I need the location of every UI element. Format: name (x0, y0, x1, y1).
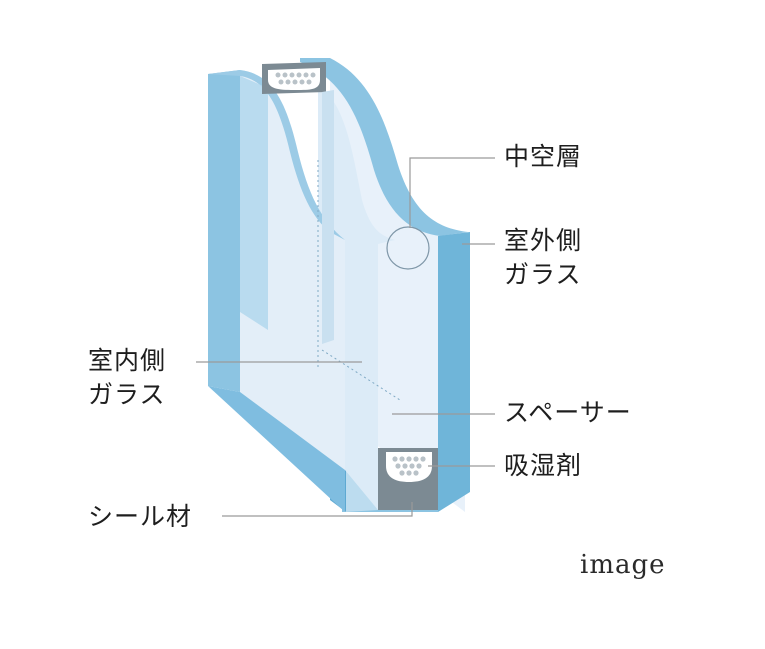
label-desiccant: 吸湿剤 (504, 449, 582, 483)
leader-sealant (222, 502, 413, 517)
label-hollow-layer-text: 中空層 (504, 142, 583, 171)
image-caption: image (580, 550, 666, 580)
label-indoor-glass: 室内側 ガラス (88, 344, 166, 412)
indoor-glass-side-edge (208, 70, 240, 392)
outdoor-glass-top-edge (300, 58, 468, 236)
label-outdoor-glass-line1: 室外側 (504, 226, 583, 255)
top-desiccant-beads (275, 72, 316, 85)
spacer-vertical-strip (322, 90, 334, 344)
top-desiccant (268, 68, 320, 90)
indoor-glass-inner-edge (240, 76, 268, 330)
label-spacer: スペーサー (504, 396, 632, 430)
label-hollow-layer: 中空層 (504, 140, 582, 174)
bottom-desiccant-beads (392, 456, 426, 476)
label-sealant-text: シール材 (88, 502, 193, 531)
label-indoor-glass-line1: 室内側 (88, 346, 167, 375)
label-indoor-glass-line2: ガラス (88, 380, 166, 409)
hollow-layer-marker (386, 226, 430, 270)
outdoor-glass-side-edge (438, 232, 470, 512)
label-spacer-text: スペーサー (504, 398, 632, 427)
dotted-guide-2 (321, 349, 401, 401)
indoor-glass-top-edge (208, 70, 345, 240)
label-outdoor-glass: 室外側 ガラス (504, 224, 582, 292)
label-outdoor-glass-line2: ガラス (504, 260, 582, 289)
leader-hollow-layer (409, 157, 495, 228)
leader-lines (196, 157, 495, 517)
label-desiccant-text: 吸湿剤 (504, 451, 583, 480)
label-sealant: シール材 (88, 500, 192, 534)
indoor-glass-bottom-edge (208, 386, 345, 512)
